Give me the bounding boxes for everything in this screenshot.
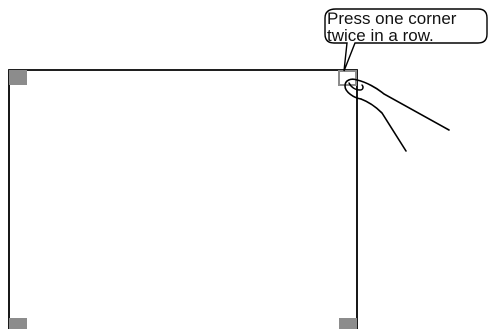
finger-pointer-icon xyxy=(345,79,449,151)
screen-frame xyxy=(9,70,357,329)
corner-marker-top-right-target xyxy=(339,71,356,85)
corner-marker-bottom-left xyxy=(9,318,27,329)
callout-text: Press one corner twice in a row. xyxy=(327,10,487,44)
corner-marker-bottom-right xyxy=(339,318,357,329)
corner-marker-top-left xyxy=(9,70,27,85)
callout-line-1: Press one corner xyxy=(327,10,487,27)
callout-line-2: twice in a row. xyxy=(327,27,487,44)
